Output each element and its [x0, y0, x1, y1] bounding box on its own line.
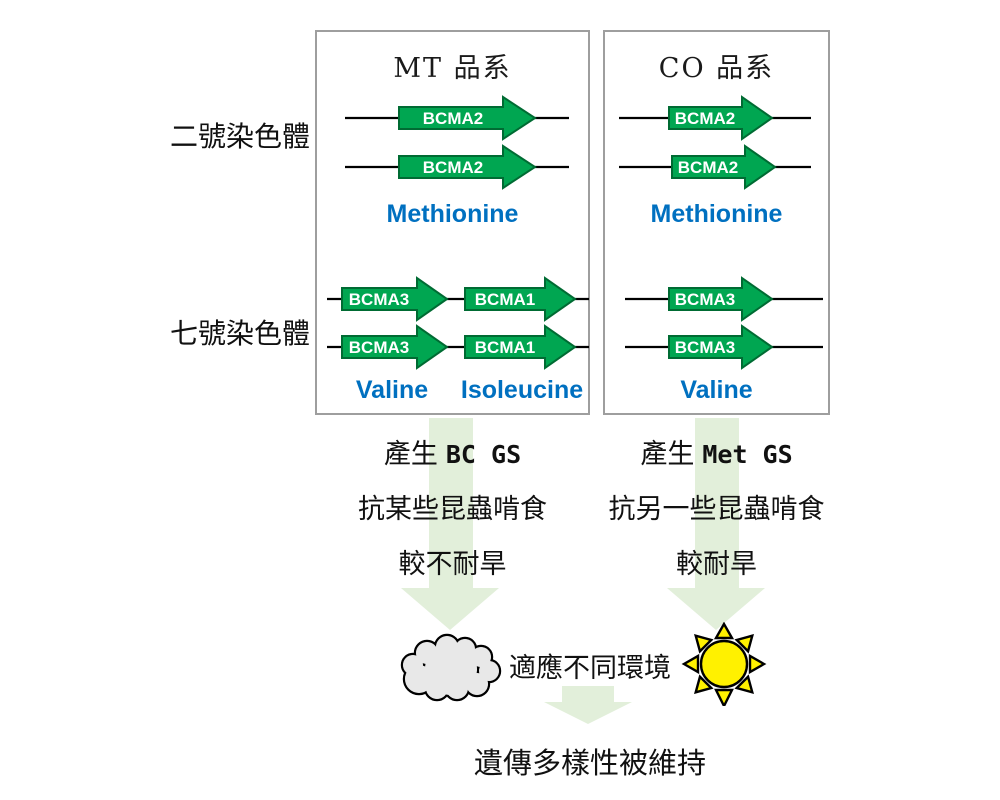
sun-icon	[681, 622, 767, 706]
chromosome-2-label: 二號染色體	[169, 120, 310, 153]
mt-insect-note: 抗某些昆蟲啃食	[358, 494, 547, 525]
co-produce-zh: 產生	[640, 439, 695, 470]
mt-produce-zh: 產生	[383, 439, 438, 470]
co-chr7-row-2: BCMA3	[625, 324, 823, 370]
mt-strain-box: MT 品系 BCMA2 BCMA2 Methionine BCMA3 BCMA1…	[315, 30, 590, 415]
gene-arrow-bcma1	[464, 324, 577, 370]
gene-arrow-label: BCMA3	[675, 338, 735, 357]
mt-flow-down-arrow	[401, 418, 499, 630]
mt-methionine-label: Methionine	[386, 200, 519, 228]
co-drought-note: 較耐旱	[676, 549, 757, 580]
gene-arrow-bcma2	[398, 144, 537, 190]
gene-arrow-bcma3	[668, 276, 774, 322]
co-produce-en: Met GS	[702, 440, 793, 469]
cloud-icon	[400, 633, 502, 702]
co-flow-down-arrow	[667, 418, 765, 630]
mt-chr2-row-1: BCMA2	[345, 95, 569, 141]
co-methionine-label: Methionine	[650, 200, 783, 228]
mt-produce-en: BC GS	[445, 440, 522, 469]
co-strain-box: CO 品系 BCMA2 BCMA2 Methionine BCMA3 BCMA3…	[603, 30, 830, 415]
mt-chr2-row-2: BCMA2	[345, 144, 569, 190]
gene-arrow-bcma3	[668, 324, 774, 370]
mt-chr7-row-2: BCMA3 BCMA1	[327, 324, 589, 370]
gene-arrow-label: BCMA2	[678, 158, 738, 177]
gene-arrow-bcma2	[668, 95, 774, 141]
mt-strain-title: MT 品系	[393, 53, 512, 84]
mt-chr7-row-1: BCMA3 BCMA1	[327, 276, 589, 322]
co-chr2-row-2: BCMA2	[619, 144, 811, 190]
gene-arrow-label: BCMA3	[349, 290, 409, 309]
co-valine-label: Valine	[680, 376, 753, 404]
gene-arrow-label: BCMA1	[475, 338, 535, 357]
gene-arrow-bcma3	[341, 324, 449, 370]
gene-arrow-label: BCMA1	[475, 290, 535, 309]
gene-arrow-bcma2	[398, 95, 537, 141]
gene-arrow-label: BCMA2	[675, 109, 735, 128]
down-arrow-shape	[667, 418, 765, 630]
gene-arrow-label: BCMA2	[423, 109, 483, 128]
co-insect-note: 抗另一些昆蟲啃食	[608, 494, 825, 525]
gene-arrow-bcma3	[341, 276, 449, 322]
down-arrow-shape	[401, 418, 499, 630]
mt-valine-label: Valine	[355, 376, 429, 404]
gene-arrow-bcma1	[464, 276, 577, 322]
down-arrow-shape	[544, 686, 632, 724]
co-chr7-row-1: BCMA3	[625, 276, 823, 322]
mt-drought-note: 較不耐旱	[398, 549, 507, 580]
gene-arrow-label: BCMA2	[423, 158, 483, 177]
conclusion-down-arrow	[544, 686, 632, 724]
conclusion-text: 遺傳多樣性被維持	[473, 746, 706, 780]
gene-arrow-label: BCMA3	[675, 290, 735, 309]
co-chr2-row-1: BCMA2	[619, 95, 811, 141]
gene-arrow-bcma2	[671, 144, 777, 190]
co-strain-title: CO 品系	[658, 53, 775, 84]
gene-arrow-label: BCMA3	[349, 338, 409, 357]
chromosome-7-label: 七號染色體	[169, 317, 310, 350]
adapt-environment-text: 適應不同環境	[509, 653, 671, 684]
mt-isoleucine-label: Isoleucine	[460, 376, 584, 404]
